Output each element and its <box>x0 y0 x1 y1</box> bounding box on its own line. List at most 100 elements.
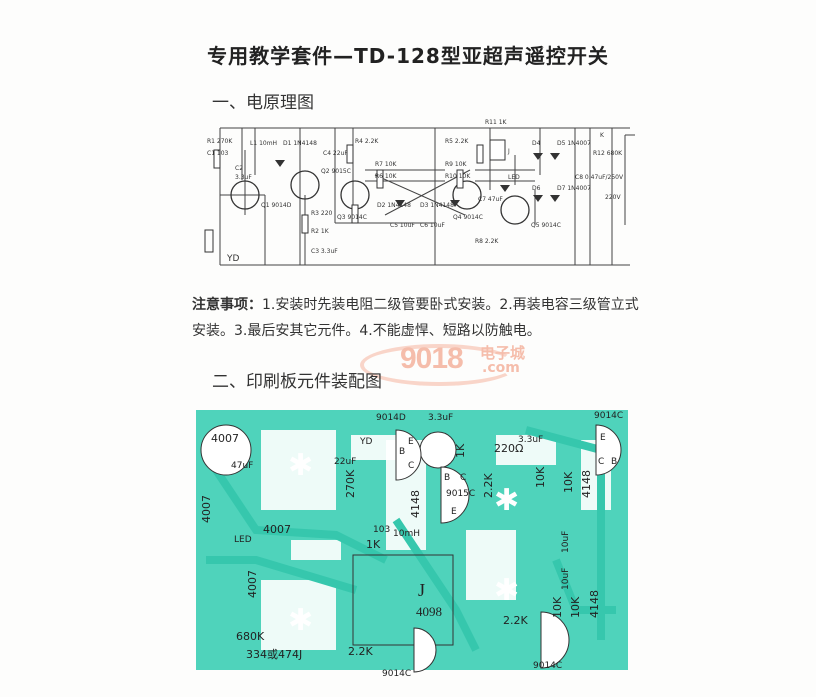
resistor-symbol <box>213 149 221 169</box>
schematic-label: D4 <box>532 140 541 147</box>
diode-symbol <box>275 160 285 167</box>
pcb-component-label: LED <box>234 535 252 545</box>
pcb-component-label: 4148 <box>588 590 601 618</box>
pcb-component-label: C <box>408 461 414 471</box>
notes-text: 1.安装时先装电阻二级管要卧式安装。2.再装电容三级管立式安装。3.最后安其它元… <box>192 297 639 339</box>
schematic-label: Q2 9015C <box>321 168 351 175</box>
schematic-label: R6 10K <box>375 173 398 180</box>
transistor-outline <box>540 611 570 669</box>
pcb-star-mark: ✱ <box>288 603 313 638</box>
pcb-component-label: 4148 <box>409 490 422 518</box>
pcb-component-label: 1K <box>366 538 381 551</box>
transistor-outline <box>395 429 422 481</box>
pcb-component-label: 22uF <box>334 457 356 467</box>
schematic-label: D2 1N4148 <box>377 202 411 209</box>
schematic-label: D7 1N4007 <box>557 185 591 192</box>
schematic-label: R1 270K <box>207 138 233 145</box>
pcb-component-label: B <box>611 457 617 467</box>
schematic-label: D5 1N4007 <box>557 140 591 147</box>
document-title: 专用教学套件—TD-128型亚超声遥控开关 <box>207 44 609 68</box>
resistor-symbol <box>456 169 464 189</box>
pcb-component-label: 4007 <box>263 523 291 536</box>
pcb-trace <box>212 467 388 564</box>
pcb-component-label: 10K <box>551 596 564 618</box>
schematic-label: D6 <box>532 185 541 192</box>
pcb-component-label: 334或474J <box>246 648 302 661</box>
schematic-label: 220V <box>605 194 621 201</box>
diode-symbol <box>550 195 560 202</box>
pcb-trace <box>206 556 358 594</box>
relay-outline <box>352 554 454 646</box>
schematic-label: C4 22uF <box>323 150 348 157</box>
schematic-label: Q4 9014C <box>453 214 483 221</box>
transistor-outline <box>413 627 437 673</box>
schematic-label: R3 220 <box>311 210 333 217</box>
pcb-component-label: 220Ω <box>494 442 523 455</box>
pcb-component-label: 10K <box>569 596 582 618</box>
pcb-component-label: YD <box>359 437 372 447</box>
pcb-component-label: B <box>444 473 450 483</box>
transistor-symbol <box>500 195 530 225</box>
resistor-symbol <box>301 214 309 234</box>
pcb-component-label: 9014C <box>533 661 562 671</box>
pcb-component-label: 1K <box>454 443 467 458</box>
pcb-trace <box>552 558 616 614</box>
pcb-component-label: 47uF <box>231 461 253 471</box>
pcb-star-mark: ✱ <box>494 573 519 608</box>
pcb-component-label: E <box>600 433 606 443</box>
schematic-label: C8 0.47uF/250V <box>575 174 624 181</box>
watermark-domain: .com <box>482 360 520 376</box>
schematic-label: R11 1K <box>485 119 508 126</box>
transistor-outline <box>595 424 622 476</box>
resistor-symbol <box>351 204 359 224</box>
pcb-component-label: C <box>460 473 466 483</box>
schematic-label: R5 2.2K <box>445 138 469 145</box>
pcb-isolation-area <box>466 530 516 600</box>
resistor-symbol <box>476 144 484 164</box>
pcb-component-label: 4007 <box>200 495 213 523</box>
schematic-label: R10 10K <box>445 173 471 180</box>
pcb-component-label: 3.3uF <box>518 435 543 445</box>
schematic-label: Q3 9014C <box>337 214 367 221</box>
pcb-component-label: B <box>399 447 405 457</box>
pcb-component-label: 4007 <box>246 570 259 598</box>
schematic-label: C7 47uF <box>478 196 503 203</box>
pcb-component-label: 2.2K <box>503 614 528 627</box>
schematic-label: R4 2.2K <box>355 138 379 145</box>
schematic-label: C2 <box>235 165 243 172</box>
pcb-component-label: E <box>451 507 457 517</box>
schematic-label: Q1 9014D <box>261 202 292 209</box>
diode-symbol <box>550 153 560 160</box>
pcb-isolation-area <box>261 430 336 510</box>
notes: 注意事项：1.安装时先装电阻二级管要卧式安装。2.再装电容三级管立式安装。3.最… <box>192 292 642 344</box>
speaker-symbol <box>204 229 214 253</box>
watermark-logo: 9018 电子城 .com <box>360 342 600 386</box>
schematic-label: C1 103 <box>207 150 229 157</box>
schematic-label: YD <box>226 254 239 264</box>
pcb-component-label: 270K <box>344 469 357 498</box>
pcb-component-label: 4148 <box>580 470 593 498</box>
diode-symbol <box>450 200 460 207</box>
resistor-symbol <box>376 169 384 189</box>
schematic-label: Q5 9014C <box>531 222 561 229</box>
schematic-label: R8 2.2K <box>475 238 499 245</box>
transistor-symbol <box>290 170 320 200</box>
pcb-component-label: 10mH <box>393 529 420 539</box>
schematic-label: R12 680K <box>593 150 623 157</box>
pcb-component-label: 3.3uF <box>428 413 453 423</box>
pcb-component-label: 10uF <box>561 568 571 590</box>
schematic-label: L1 10mH <box>250 140 277 147</box>
pcb-component-label: C <box>598 457 604 467</box>
schematic-wire <box>384 169 471 216</box>
transistor-symbol <box>230 180 260 210</box>
schematic-label: C3 3.3uF <box>311 248 338 255</box>
pcb-component-label: 9014D <box>376 413 406 423</box>
watermark-number: 9018 <box>400 342 464 375</box>
pcb-component-label: E <box>408 437 414 447</box>
relay-symbol <box>489 139 506 161</box>
schematic-label: K <box>600 132 605 139</box>
schematic-label: D1 1N4148 <box>283 140 317 147</box>
